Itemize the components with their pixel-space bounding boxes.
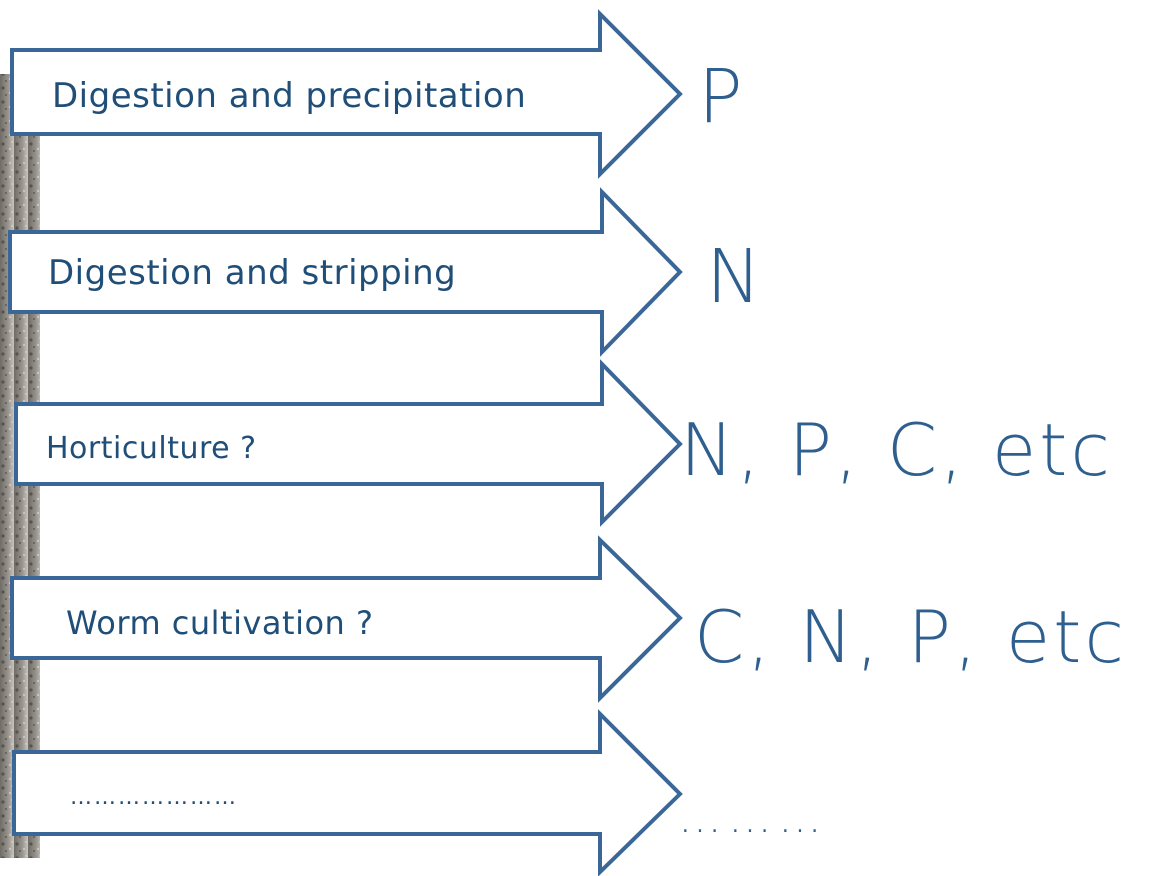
output-label: N	[706, 234, 764, 320]
arrow-label: Digestion and precipitation	[52, 76, 526, 116]
arrow-row-3: Horticulture ? N, P, C, etc	[14, 359, 1113, 527]
arrow-label: Worm cultivation ?	[66, 604, 373, 642]
arrow-shape	[10, 535, 683, 703]
arrow-label: Horticulture ?	[46, 431, 257, 466]
output-label: N, P, C, etc	[680, 408, 1113, 492]
output-label: C, N, P, etc	[694, 595, 1127, 679]
arrow-shape	[12, 709, 683, 876]
arrow-shape	[8, 187, 683, 357]
arrow-label: Digestion and stripping	[48, 253, 456, 293]
arrow-row-5: ………………… ………	[12, 709, 828, 876]
output-label: P	[698, 54, 746, 140]
arrow-row-4: Worm cultivation ? C, N, P, etc	[10, 535, 1127, 703]
arrow-row-2: Digestion and stripping N	[8, 187, 764, 357]
output-label: ………	[678, 792, 828, 843]
arrow-label: …………………	[70, 785, 238, 810]
arrow-shape	[10, 9, 683, 179]
arrow-shape	[14, 359, 683, 527]
arrow-row-1: Digestion and precipitation P	[10, 9, 746, 179]
